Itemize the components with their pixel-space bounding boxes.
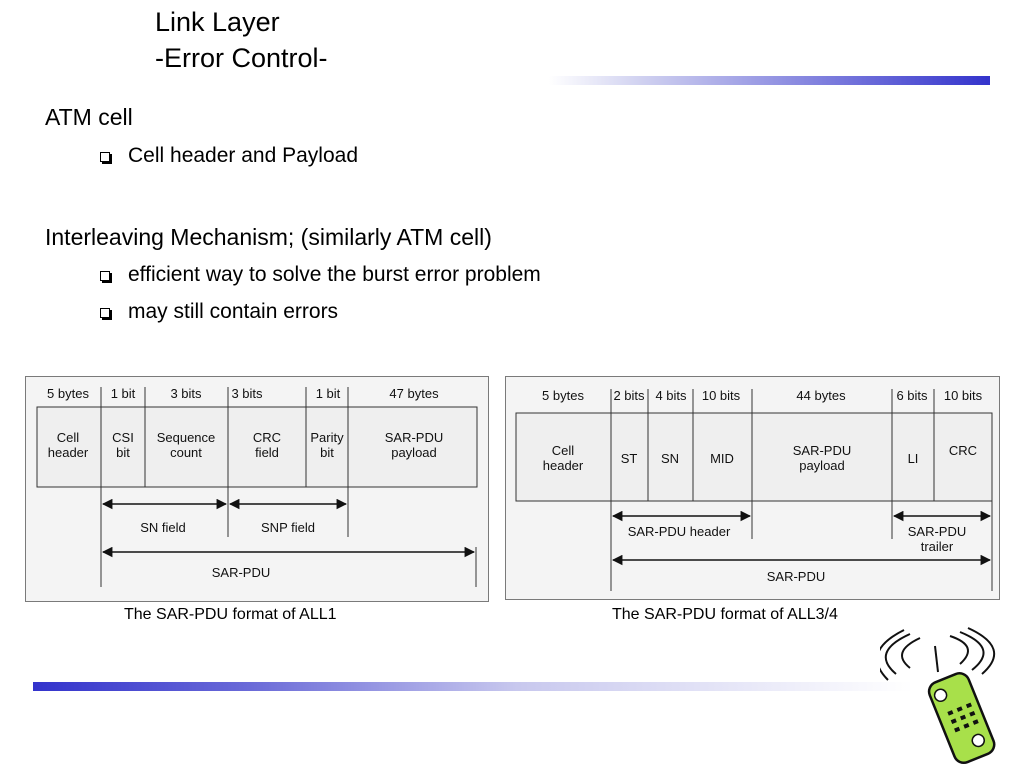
checkbox-bullet-icon [100,152,110,162]
field-label: CRC [253,430,281,445]
field-label: ST [621,451,638,466]
footer-bar [33,682,913,691]
size-label: 1 bit [316,386,341,401]
field-label: Cell [57,430,80,445]
span-label: SN field [140,520,186,535]
span-label: SAR-PDU [212,565,271,580]
span-label: SAR-PDU [767,569,826,584]
field-label: count [170,445,202,460]
field-label: Sequence [157,430,216,445]
size-label: 1 bit [111,386,136,401]
cell-format-box [36,406,478,488]
mobile-phone-icon [876,626,1020,766]
field-label: header [543,458,584,473]
field-label: Cell [552,443,575,458]
size-label: 3 bits [231,386,263,401]
field-label: field [255,445,279,460]
title-underline-bar [360,76,990,85]
bullet-atm-cell: ATM cell [45,104,133,130]
slide-title-line-1: Link Layer [155,7,280,37]
span-label: SAR-PDU [908,524,967,539]
span-label: trailer [921,539,954,554]
figure-aal34-caption: The SAR-PDU format of ALL3/4 [612,606,838,623]
field-label: bit [116,445,130,460]
size-label: 10 bits [944,388,983,403]
cell-format-box [515,412,993,502]
span-label: SNP field [261,520,315,535]
size-label: 4 bits [655,388,687,403]
checkbox-bullet-icon [100,308,110,318]
size-label: 44 bytes [796,388,846,403]
aal34-diagram: 5 bytes 2 bits 4 bits 10 bits 44 bytes 6… [515,388,993,591]
field-label: LI [908,451,919,466]
slide-title-line-2: -Error Control- [155,43,328,73]
field-label: MID [710,451,734,466]
sub-bullet-cell-header: Cell header and Payload [128,144,358,167]
checkbox-bullet-icon [100,271,110,281]
span-label: SAR-PDU header [628,524,731,539]
field-label: CRC [949,443,977,458]
field-label: CSI [112,430,134,445]
field-label: bit [320,445,334,460]
figure-aal1-caption: The SAR-PDU format of ALL1 [124,606,337,623]
figure-aal34: 5 bytes 2 bits 4 bits 10 bits 44 bytes 6… [505,376,1000,600]
aal1-diagram: 5 bytes 1 bit 3 bits 3 bits 1 bit 47 byt… [36,386,478,587]
size-label: 47 bytes [389,386,439,401]
size-label: 2 bits [613,388,645,403]
field-label: SAR-PDU [385,430,444,445]
size-label: 5 bytes [542,388,584,403]
field-label: payload [391,445,437,460]
field-label: payload [799,458,845,473]
size-label: 10 bits [702,388,741,403]
field-label: SN [661,451,679,466]
size-label: 3 bits [170,386,202,401]
size-label: 6 bits [896,388,928,403]
field-label: Parity [310,430,344,445]
sub-bullet-errors: may still contain errors [128,300,339,323]
sub-bullet-efficient: efficient way to solve the burst error p… [128,263,541,286]
field-label: SAR-PDU [793,443,852,458]
size-label: 5 bytes [47,386,89,401]
figure-aal1: 5 bytes 1 bit 3 bits 3 bits 1 bit 47 byt… [25,376,489,602]
field-label: header [48,445,89,460]
bullet-interleaving: Interleaving Mechanism; (similarly ATM c… [45,224,492,250]
